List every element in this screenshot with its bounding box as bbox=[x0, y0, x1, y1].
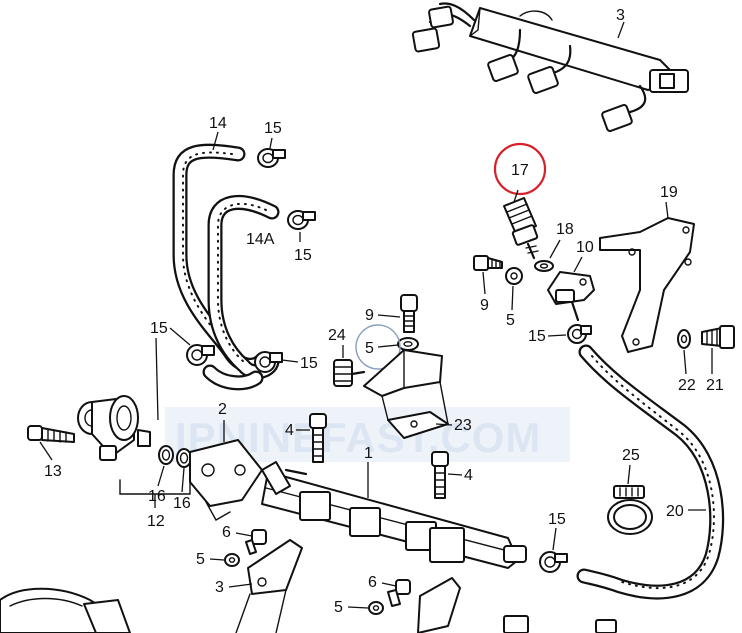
callout-6-left: 6 bbox=[222, 524, 231, 541]
callout-6-bottom: 6 bbox=[368, 574, 377, 591]
washer-5-lower-left bbox=[224, 553, 240, 567]
fitting-10 bbox=[547, 271, 595, 322]
callout-9-right: 9 bbox=[480, 297, 489, 314]
callout-12: 12 bbox=[147, 513, 165, 530]
callout-25: 25 bbox=[622, 447, 640, 464]
callout-15-bottom: 15 bbox=[548, 511, 566, 528]
bracket-lower-center bbox=[417, 577, 461, 633]
clamp-15-top bbox=[257, 148, 286, 168]
callout-5-lower-left: 5 bbox=[196, 551, 205, 568]
callout-20: 20 bbox=[666, 503, 684, 520]
callout-16-b: 16 bbox=[173, 495, 191, 512]
callout-14a: 14A bbox=[246, 231, 275, 248]
bolt-4-right bbox=[431, 451, 449, 499]
callout-3-top: 3 bbox=[616, 7, 625, 24]
callout-9-upper: 9 bbox=[365, 307, 374, 324]
bracket-19 bbox=[599, 217, 695, 353]
clamp-15-right bbox=[567, 324, 592, 344]
callout-24: 24 bbox=[328, 327, 346, 344]
sensor-24 bbox=[333, 359, 366, 387]
callout-17: 17 bbox=[511, 162, 529, 179]
callout-23: 23 bbox=[454, 417, 472, 434]
callout-1: 1 bbox=[364, 445, 373, 462]
bolt-13 bbox=[27, 425, 75, 443]
washer-5-upper bbox=[397, 337, 419, 351]
callout-15-mid: 15 bbox=[294, 247, 312, 264]
callout-15-left: 15 bbox=[150, 320, 168, 337]
washer-5-right bbox=[505, 267, 523, 285]
washer-22 bbox=[677, 329, 691, 349]
pressure-regulator-12 bbox=[77, 395, 151, 461]
callout-13: 13 bbox=[44, 463, 62, 480]
bolt-21 bbox=[701, 325, 735, 349]
callout-15-center: 15 bbox=[300, 355, 318, 372]
hose-segment-lower bbox=[202, 364, 264, 391]
bolt-6-left bbox=[245, 529, 267, 555]
highlight-circle-17 bbox=[493, 142, 547, 196]
callout-21: 21 bbox=[706, 377, 724, 394]
callout-16-a: 16 bbox=[148, 488, 166, 505]
callout-15-right: 15 bbox=[528, 328, 546, 345]
callout-22: 22 bbox=[678, 377, 696, 394]
callout-5-upper: 5 bbox=[365, 340, 374, 357]
callout-4-left: 4 bbox=[285, 422, 294, 439]
plate-23 bbox=[363, 349, 449, 439]
bolt-4-left bbox=[309, 413, 327, 463]
washer-18 bbox=[534, 260, 554, 272]
fuel-rail-1 bbox=[261, 461, 527, 569]
clamp-15-bottom bbox=[539, 551, 568, 573]
callout-18: 18 bbox=[556, 221, 574, 238]
callout-10: 10 bbox=[576, 239, 594, 256]
hose-14a bbox=[207, 194, 280, 380]
flywheel-partial bbox=[0, 587, 131, 633]
highlight-circle-5 bbox=[355, 324, 401, 370]
bolt-9-right bbox=[473, 255, 503, 271]
connector-bottom bbox=[503, 615, 617, 633]
clamp-25 bbox=[607, 485, 653, 535]
callout-5-right: 5 bbox=[506, 312, 515, 329]
bolt-9-upper bbox=[400, 294, 418, 333]
bracket-3-lower bbox=[235, 539, 303, 633]
wiring-harness-part bbox=[411, 2, 689, 132]
bolt-6-bottom bbox=[387, 579, 411, 607]
hose-20 bbox=[576, 344, 725, 600]
bracket-2 bbox=[189, 439, 263, 521]
clamp-15-left bbox=[186, 344, 215, 366]
callout-2: 2 bbox=[218, 401, 227, 418]
callout-14: 14 bbox=[209, 115, 227, 132]
callout-19: 19 bbox=[660, 184, 678, 201]
callout-4-right: 4 bbox=[464, 467, 473, 484]
o-rings-16 bbox=[158, 445, 192, 468]
clamp-15-center bbox=[254, 351, 283, 373]
callout-15-top: 15 bbox=[264, 120, 282, 137]
sensor-17 bbox=[503, 197, 539, 260]
callout-3-lower: 3 bbox=[215, 579, 224, 596]
washer-5-bottom bbox=[368, 601, 384, 615]
callout-5-bottom: 5 bbox=[334, 599, 343, 616]
clamp-15-mid bbox=[287, 210, 316, 230]
